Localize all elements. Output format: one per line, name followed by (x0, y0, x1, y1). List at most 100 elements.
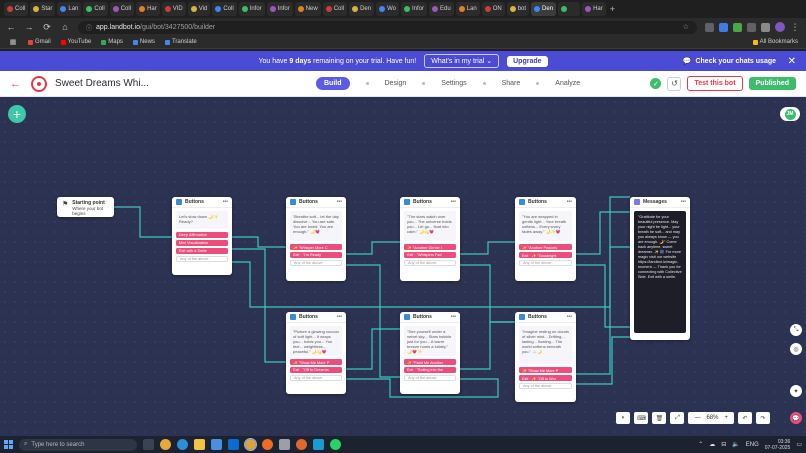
app-icon[interactable] (313, 439, 324, 450)
buttons-node[interactable]: Buttons••• "Breathe soft... let the day … (286, 197, 346, 281)
new-tab-button[interactable]: + (609, 4, 615, 14)
add-block-button[interactable]: + (8, 105, 26, 123)
cloud-icon[interactable]: ☁ (709, 442, 716, 448)
extension-icon[interactable] (733, 22, 742, 32)
browser-tab[interactable]: Edu (429, 2, 454, 16)
button-option[interactable]: ✨ "Paint Me Another (404, 359, 456, 365)
any-of-above-option[interactable]: Any of the above (290, 260, 342, 266)
browser-tab[interactable]: Coll (212, 2, 237, 16)
file-explorer-icon[interactable] (194, 439, 205, 450)
apps-grid-icon[interactable]: ▦ (9, 39, 17, 46)
button-option[interactable]: ✨ "Show Me More P (519, 367, 572, 373)
more-icon[interactable]: ••• (336, 314, 342, 320)
any-of-above-option[interactable]: Any of the above (404, 260, 456, 266)
fit-screen-icon[interactable]: ⤢ (670, 412, 685, 424)
button-option[interactable]: Exit · ✨ "Off to Wor (519, 375, 572, 381)
notifications-icon[interactable]: ▭ (796, 442, 802, 448)
home-icon[interactable]: ⌂ (62, 22, 68, 32)
more-icon[interactable]: ••• (450, 314, 456, 320)
any-of-above-option[interactable]: Any of the above (519, 383, 572, 389)
store-icon[interactable] (211, 439, 222, 450)
browser-tab[interactable]: VID (161, 2, 186, 16)
browser-tab[interactable]: Den (531, 2, 557, 16)
button-option[interactable]: ✨ "Another Gentle I (404, 244, 456, 250)
firefox-icon[interactable] (296, 439, 307, 450)
redo-icon[interactable]: ↷ (756, 412, 770, 424)
browser-menu-icon[interactable]: ⋮ (790, 21, 800, 32)
browser-tab[interactable]: Coll (4, 2, 29, 16)
outlook-icon[interactable] (228, 439, 239, 450)
collapse-icon[interactable]: ⤡ (790, 324, 802, 336)
more-icon[interactable]: ••• (450, 199, 456, 205)
history-icon[interactable]: ↺ (667, 76, 682, 91)
messages-node[interactable]: Messages••• "Gratitude for your beautifu… (630, 197, 690, 340)
button-option[interactable]: Exit · "Off to Dreamla (290, 367, 342, 373)
bookmark-gmail[interactable]: Gmail (28, 39, 51, 45)
chat-support-icon[interactable]: 💬 (790, 412, 802, 424)
browser-tab[interactable]: Coll (83, 2, 108, 16)
sparkle-icon[interactable]: ✦ (790, 385, 802, 397)
browser-tab[interactable]: Coll (109, 2, 135, 16)
chats-usage-link[interactable]: 💬Check your chats usage (682, 57, 776, 66)
button-option[interactable]: ✨ "Show Me More P (290, 359, 342, 365)
browser-tab[interactable]: Infor (238, 2, 265, 16)
close-banner-icon[interactable]: ✕ (787, 55, 796, 67)
windows-start-icon[interactable] (4, 440, 13, 449)
buttons-node[interactable]: Buttons••• "You are wrapped in gentle li… (515, 197, 576, 281)
profile-avatar[interactable] (775, 22, 785, 32)
help-icon[interactable]: ◎ (790, 343, 802, 355)
more-icon[interactable]: ••• (222, 199, 228, 205)
more-icon[interactable]: ••• (680, 199, 686, 205)
browser-tab[interactable] (558, 2, 581, 16)
buttons-node[interactable]: Buttons••• "The stars watch over you... … (400, 197, 460, 281)
bookmark-translate[interactable]: Translate (164, 39, 197, 45)
volume-icon[interactable]: 🔈 (732, 442, 740, 448)
chevron-up-icon[interactable]: ⌃ (698, 442, 704, 448)
upgrade-button[interactable]: Upgrade (507, 55, 548, 67)
button-option[interactable]: Exit · "I'm Ready (290, 252, 342, 258)
bookmark-news[interactable]: News (132, 39, 155, 45)
collaborator-avatar[interactable]: JM (780, 107, 800, 121)
button-option[interactable]: ✨ "Whisper More C (290, 244, 342, 250)
step-build[interactable]: Build (316, 77, 350, 90)
taskbar-search-input[interactable]: ⌕ Type here to search (19, 438, 137, 451)
button-option[interactable]: Exit · ✨ "Goodnight (519, 252, 572, 258)
extension-icon[interactable] (705, 22, 714, 32)
url-input[interactable]: ⓘ app.landbot.io/gui/bot/3427500/builder… (78, 20, 697, 34)
bot-name[interactable]: Sweet Dreams Whi... (55, 78, 149, 89)
bookmark-star-icon[interactable]: ☆ (682, 24, 689, 31)
browser-tab[interactable]: bot (506, 2, 530, 16)
whats-in-trial-button[interactable]: What's in my trial ⌄ (424, 54, 500, 68)
browser-tab[interactable]: Infor (400, 2, 427, 16)
button-option[interactable]: Exit · "Sailing into the (404, 367, 456, 373)
browser-tab[interactable]: Den (349, 2, 375, 16)
step-share[interactable]: Share (501, 80, 521, 87)
network-icon[interactable]: ⊟ (721, 442, 727, 448)
button-option[interactable]: Mini Visualization (176, 240, 228, 246)
button-option[interactable]: Exit · "Whispers Fad (404, 252, 456, 258)
edge-icon[interactable] (177, 439, 188, 450)
more-icon[interactable]: ••• (566, 314, 572, 320)
browser-tab[interactable]: Wo (376, 2, 399, 16)
browser-tab[interactable]: Coll (322, 2, 348, 16)
language-indicator[interactable]: ENG (745, 441, 759, 448)
buttons-node[interactable]: Buttons••• Let's slow down 🌙✨ Ready? Dee… (172, 197, 232, 275)
browser-tab[interactable]: Vid (187, 2, 211, 16)
buttons-node[interactable]: Buttons••• "See yourself under a velvet … (400, 312, 460, 394)
more-icon[interactable]: ••• (336, 199, 342, 205)
trash-icon[interactable]: 🗑 (652, 412, 667, 424)
chrome-icon[interactable] (160, 439, 171, 450)
all-bookmarks[interactable]: All Bookmarks (752, 39, 798, 45)
step-design[interactable]: Design (384, 80, 407, 87)
any-of-above-option[interactable]: Any of the above (404, 375, 456, 381)
app-icon[interactable] (279, 439, 290, 450)
extension-icon[interactable] (747, 22, 756, 32)
any-of-above-option[interactable]: Any of the above (176, 256, 228, 262)
app-icon[interactable] (262, 439, 273, 450)
chrome-active-icon[interactable] (244, 438, 257, 451)
site-info-icon[interactable]: ⓘ (86, 25, 93, 32)
browser-tab[interactable]: Har (582, 2, 606, 16)
back-arrow-icon[interactable]: ← (6, 22, 16, 32)
